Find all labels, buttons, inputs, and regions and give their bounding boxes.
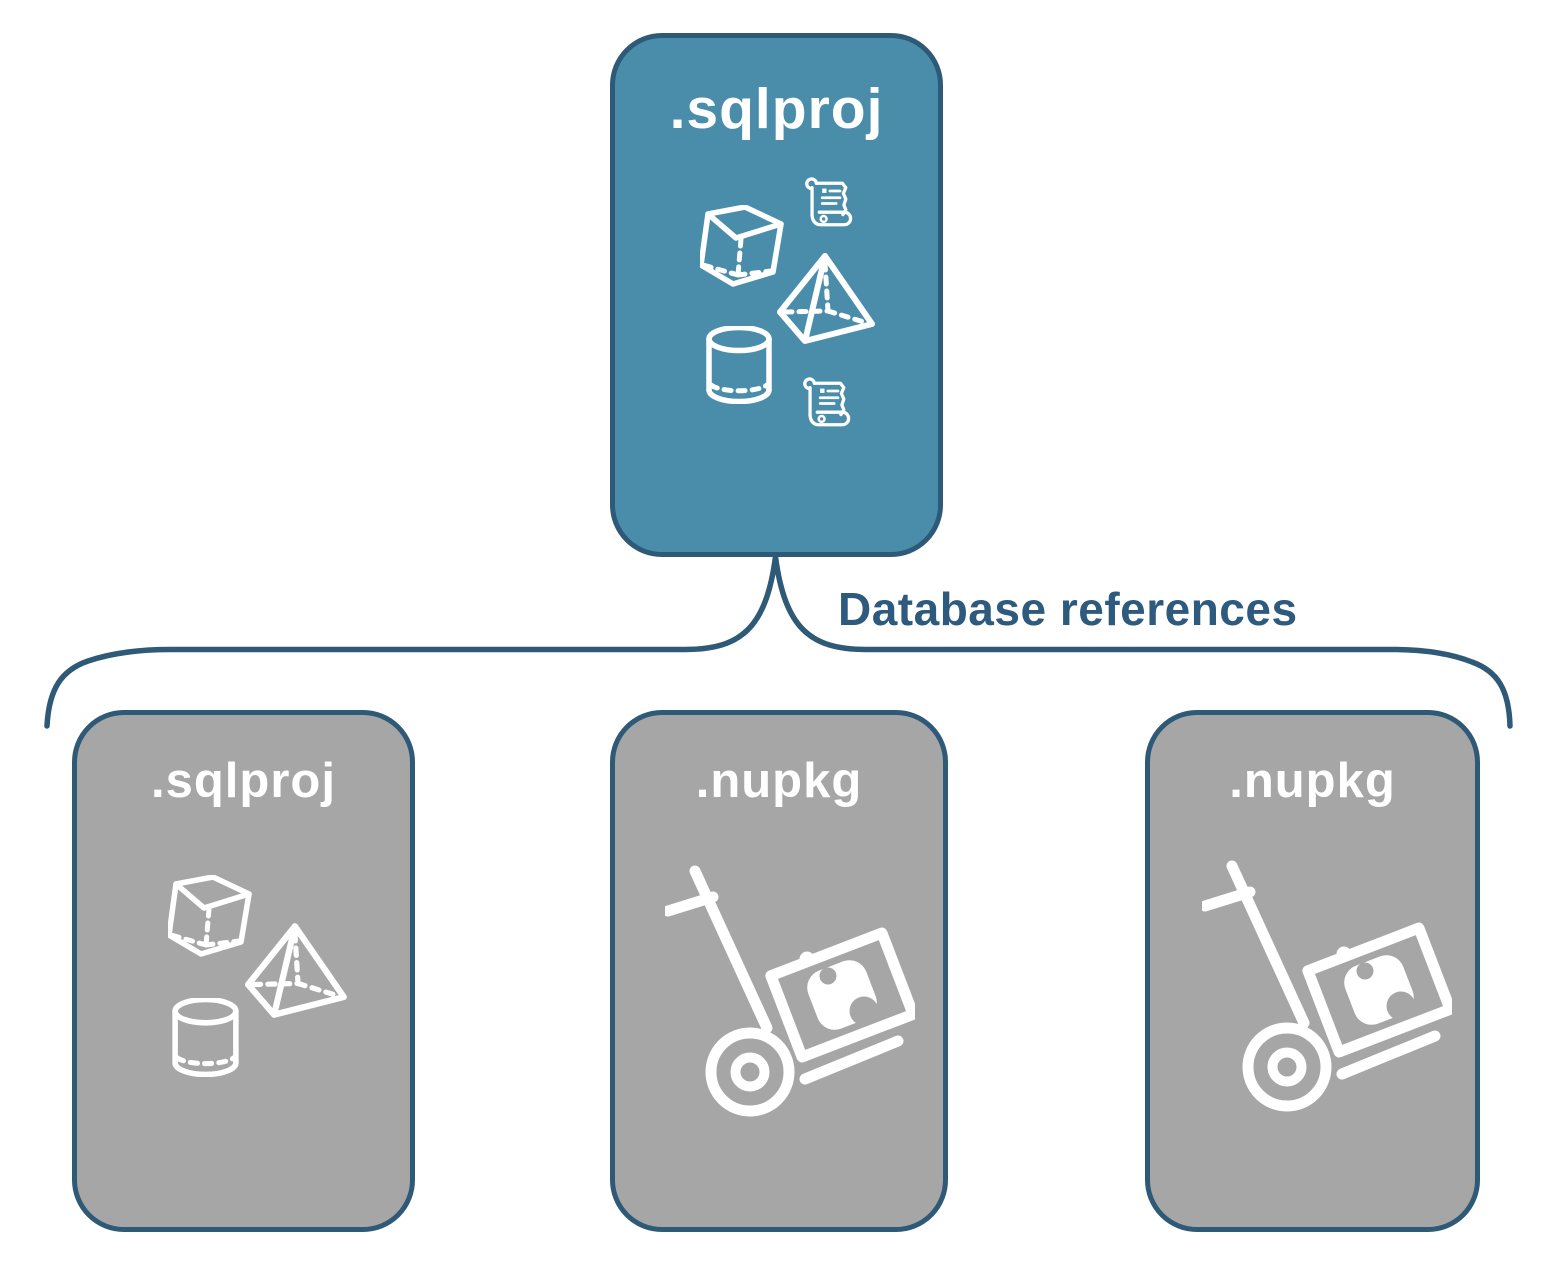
nupkg-child-node-2: .nupkg — [1145, 710, 1480, 1232]
child-node-label: .nupkg — [695, 754, 863, 808]
nuget-package-handtruck-icon — [1202, 860, 1452, 1115]
cube-icon — [700, 205, 785, 287]
child-node-label: .nupkg — [1229, 754, 1396, 808]
parent-node-label: .sqlproj — [669, 77, 884, 141]
pyramid-icon — [245, 921, 349, 1020]
cube-icon — [168, 875, 253, 957]
sqlproj-parent-node: .sqlproj — [610, 33, 943, 557]
nupkg-child-node-1: .nupkg — [610, 710, 948, 1232]
script-scroll-icon — [798, 375, 852, 433]
child-node-label: .sqlproj — [151, 754, 336, 808]
script-scroll-icon — [800, 175, 854, 233]
sqlproj-child-node: .sqlproj — [72, 710, 415, 1232]
nuget-package-handtruck-icon — [665, 865, 915, 1120]
cylinder-icon — [172, 998, 239, 1077]
database-references-label: Database references — [838, 583, 1298, 635]
pyramid-icon — [777, 251, 877, 346]
cylinder-icon — [706, 326, 772, 404]
